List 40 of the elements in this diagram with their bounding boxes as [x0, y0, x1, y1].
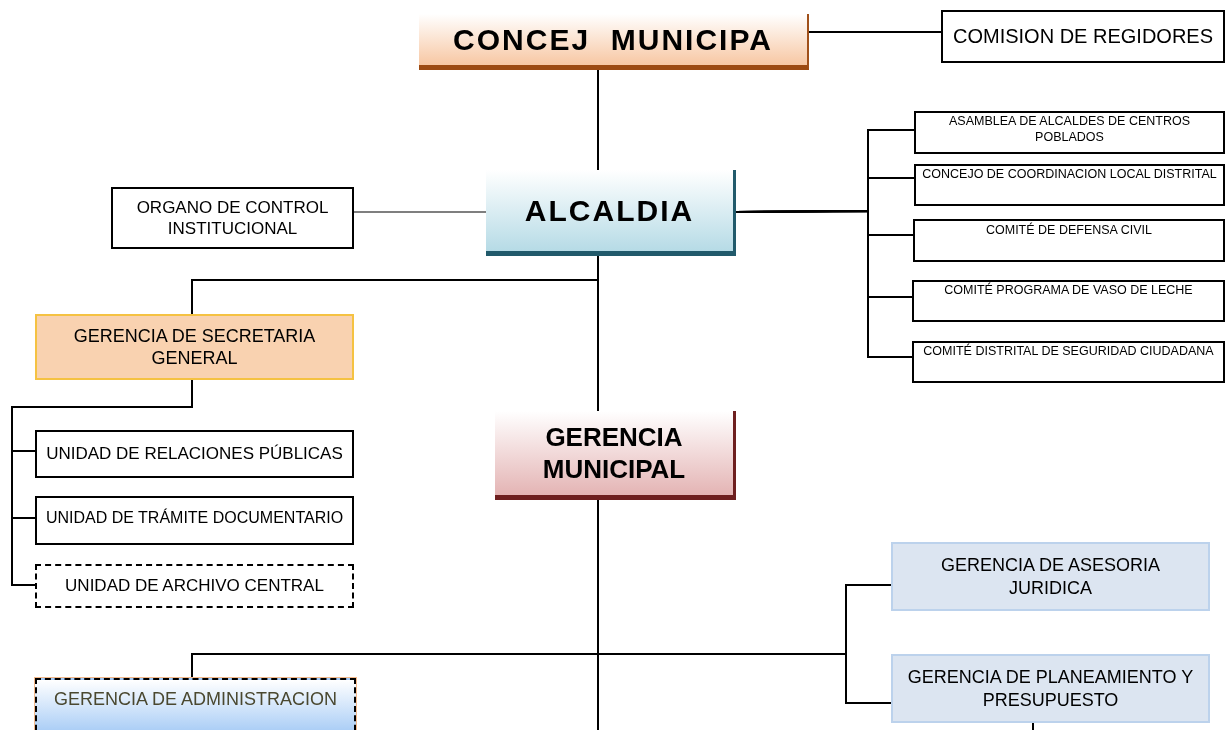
node-label: COMITÉ DE DEFENSA CIVIL	[985, 223, 1153, 239]
connector-line	[1032, 722, 1034, 730]
org-box	[111, 187, 354, 249]
node-label: UNIDAD DE RELACIONES PÚBLICAS	[45, 443, 344, 465]
unit-box	[35, 564, 354, 608]
management-box	[891, 654, 1210, 723]
council-header-box	[419, 14, 809, 70]
node-label: ALCALDIA	[523, 192, 696, 229]
committee-box	[912, 341, 1225, 383]
node-label: GERENCIA DE PLANEAMIENTO Y PRESUPUESTO	[906, 666, 1195, 711]
committee-box	[913, 219, 1225, 262]
management-header-box	[495, 411, 736, 500]
node-label: GERENCIA DE SECRETARIA GENERAL	[72, 324, 317, 370]
unit-box	[35, 430, 354, 478]
mayor-header-box	[486, 170, 736, 256]
management-box	[35, 678, 356, 730]
node-label: ASAMBLEA DE ALCALDES DE CENTROS POBLADOS	[947, 114, 1192, 146]
unit-box	[35, 496, 354, 545]
node-label: COMISION DE REGIDORES	[952, 24, 1214, 49]
node-label: GERENCIA MUNICIPAL	[541, 420, 687, 486]
node-label: GERENCIA DE ASESORIA JURIDICA	[939, 554, 1162, 599]
node-label: COMITÉ PROGRAMA DE VASO DE LECHE	[943, 283, 1194, 299]
committee-box	[914, 111, 1225, 154]
org-box	[941, 10, 1225, 63]
node-label: UNIDAD DE TRÁMITE DOCUMENTARIO	[44, 508, 345, 528]
connector-line	[597, 69, 599, 171]
connector-line	[597, 255, 599, 412]
committee-box	[914, 164, 1225, 206]
node-label: UNIDAD DE ARCHIVO CENTRAL	[64, 575, 325, 597]
connector-line	[353, 211, 487, 213]
management-box	[891, 542, 1210, 611]
node-label: ORGANO DE CONTROL INSTITUCIONAL	[135, 196, 330, 240]
node-label: GERENCIA DE ADMINISTRACION	[52, 688, 338, 711]
node-label: CONCEJO DE COORDINACION LOCAL DISTRITAL	[921, 167, 1218, 183]
connector-line	[808, 31, 942, 33]
node-label: COMITÉ DISTRITAL DE SEGURIDAD CIUDADANA	[922, 344, 1215, 360]
connector-line	[597, 499, 599, 730]
committee-box	[912, 280, 1225, 322]
management-box	[35, 314, 354, 380]
node-label: CONCEJ MUNICIPA	[452, 21, 774, 58]
